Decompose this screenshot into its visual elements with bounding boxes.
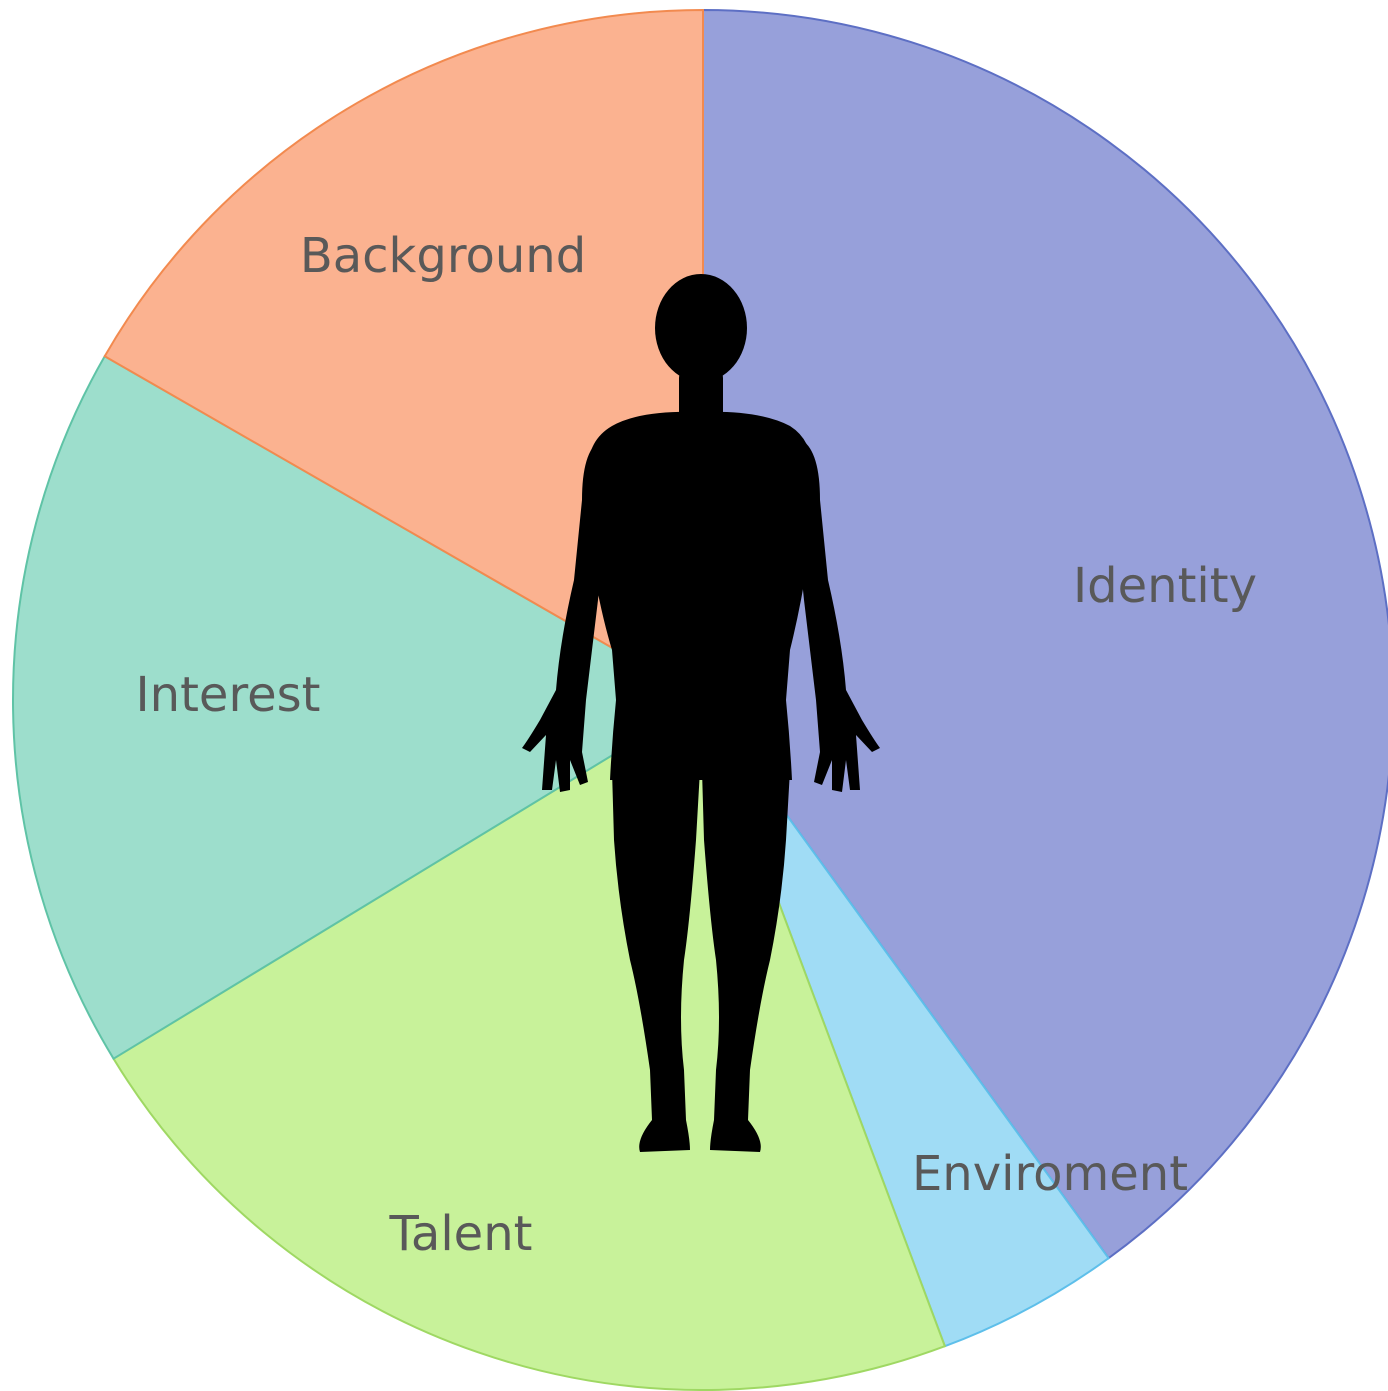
pie-slice-interest xyxy=(12,354,705,1061)
pie-slices xyxy=(12,8,1388,1391)
pie-slice-enviroment xyxy=(702,699,1110,1348)
pie-slice-identity xyxy=(702,8,1388,1260)
slice-label-background: Background xyxy=(300,228,586,284)
pie-slice-background xyxy=(103,8,704,702)
slice-label-enviroment: Enviroment xyxy=(912,1146,1188,1202)
human-silhouette-icon xyxy=(522,274,880,1152)
slice-label-talent: Talent xyxy=(389,1206,533,1262)
slice-label-interest: Interest xyxy=(136,667,321,723)
slice-label-identity: Identity xyxy=(1073,558,1257,614)
